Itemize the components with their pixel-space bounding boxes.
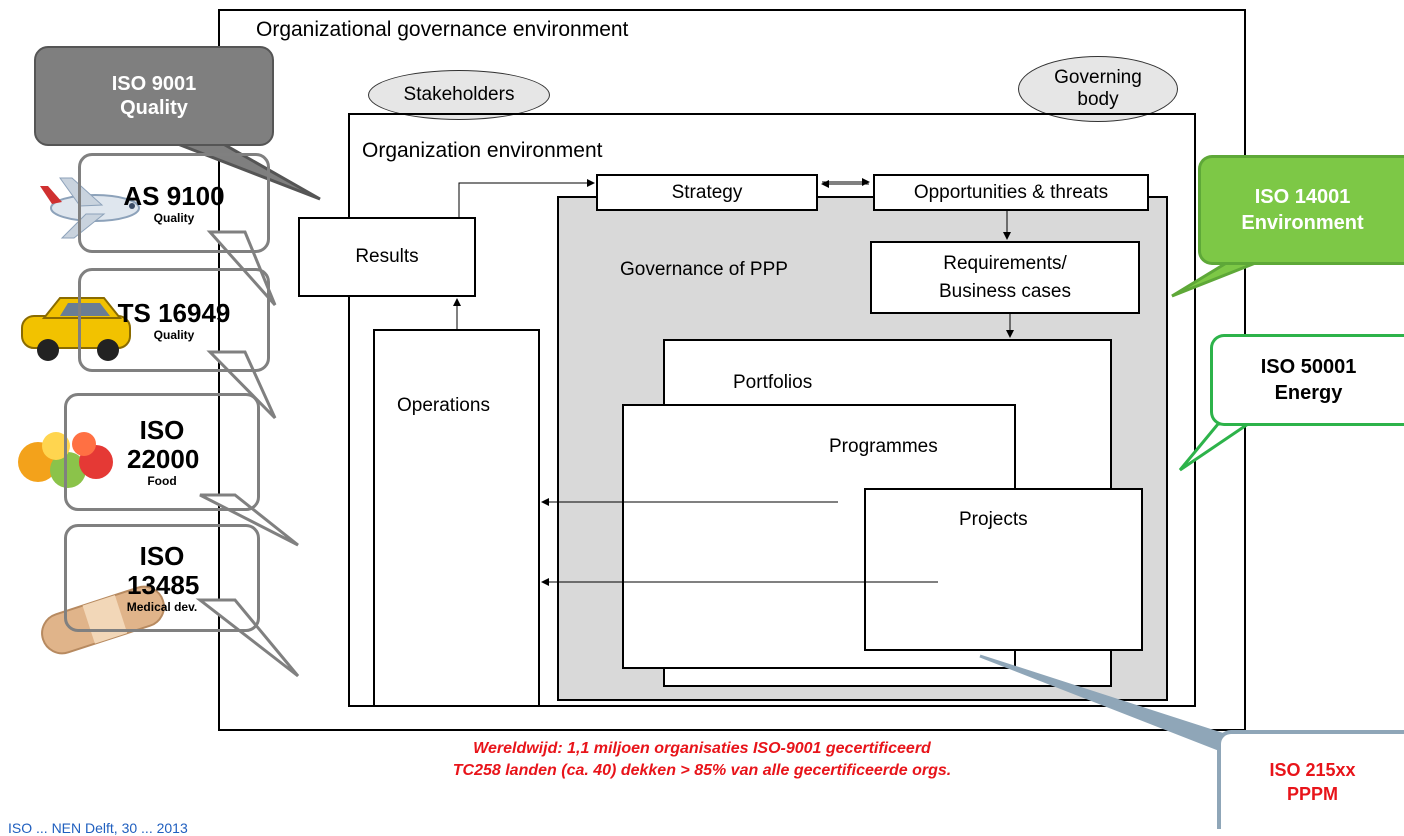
strategy-box: Strategy — [596, 174, 818, 211]
stakeholders-label: Stakeholders — [403, 84, 515, 105]
iso215xx-title: ISO 215xx — [1269, 759, 1356, 780]
iso22000-sub: Food — [147, 474, 177, 488]
projects-box: Projects — [864, 488, 1143, 651]
programmes-label: Programmes — [829, 436, 938, 457]
as9100-callout: AS 9100 Quality — [78, 153, 270, 253]
governing-body-oval: Governing body — [1018, 56, 1178, 122]
as9100-sub: Quality — [153, 210, 195, 225]
iso13485-title: ISO 13485 — [127, 541, 200, 600]
org-env-label: Organization environment — [362, 139, 603, 162]
results-to-strategy-arrow — [458, 179, 595, 217]
iso215xx-sub: PPPM — [1286, 783, 1338, 804]
iso14001-callout: ISO 14001 Environment — [1198, 155, 1404, 265]
fruit-icon — [18, 432, 113, 488]
car-icon — [21, 297, 131, 361]
governing-body-line2: body — [1077, 89, 1119, 110]
ts16949-title: TS 16949 — [117, 297, 231, 328]
strategy-label: Strategy — [671, 181, 743, 203]
iso50001-callout: ISO 50001 Energy — [1210, 334, 1404, 426]
iso13485-sub: Medical dev. — [126, 600, 198, 614]
bottom-footer-text: ISO ... NEN Delft, 30 ... 2013 — [8, 820, 188, 836]
results-label: Results — [355, 246, 419, 267]
iso22000-tail — [199, 493, 299, 547]
iso22000-callout: ISO 22000 Food — [64, 393, 260, 511]
requirements-line1: Requirements/ — [943, 252, 1067, 274]
iso50001-tail — [1178, 422, 1253, 472]
requirements-line2: Business cases — [938, 280, 1071, 302]
iso9001-title: ISO 9001 — [111, 73, 197, 95]
iso215xx-callout: ISO 215xx PPPM — [1217, 730, 1404, 829]
ts16949-sub: Quality — [153, 327, 195, 342]
iso50001-title: ISO 50001 — [1260, 356, 1357, 378]
opportunities-label: Opportunities & threats — [913, 181, 1109, 203]
footnote-line2: TC258 landen (ca. 40) dekken > 85% van a… — [452, 762, 952, 779]
iso9001-callout: ISO 9001 Quality — [34, 46, 274, 146]
iso13485-callout: ISO 13485 Medical dev. — [64, 524, 260, 632]
as9100-title: AS 9100 — [123, 180, 225, 211]
iso9001-sub: Quality — [120, 97, 188, 119]
operations-label: Operations — [397, 395, 490, 416]
outer-label: Organizational governance environment — [256, 18, 629, 41]
projects-label: Projects — [959, 509, 1028, 530]
requirements-box: Requirements/ Business cases — [870, 241, 1140, 314]
iso14001-sub: Environment — [1241, 212, 1364, 234]
governance-label: Governance of PPP — [620, 259, 788, 280]
results-box: Results — [298, 217, 476, 297]
ts16949-callout: TS 16949 Quality — [78, 268, 270, 372]
iso14001-tail — [1171, 260, 1259, 298]
opportunities-threats-box: Opportunities & threats — [873, 174, 1149, 211]
iso50001-sub: Energy — [1274, 382, 1343, 404]
airplane-icon — [40, 177, 140, 239]
governing-body-line1: Governing — [1054, 67, 1142, 88]
iso22000-title: ISO 22000 — [127, 415, 200, 474]
iso13485-tail — [195, 598, 300, 678]
iso14001-title: ISO 14001 — [1254, 186, 1351, 208]
footnote-line1: Wereldwijd: 1,1 miljoen organisaties ISO… — [473, 740, 931, 757]
operations-box: Operations — [373, 329, 540, 707]
stakeholders-oval: Stakeholders — [368, 70, 550, 120]
portfolios-label: Portfolios — [733, 372, 813, 393]
organization-environment — [348, 113, 1196, 707]
